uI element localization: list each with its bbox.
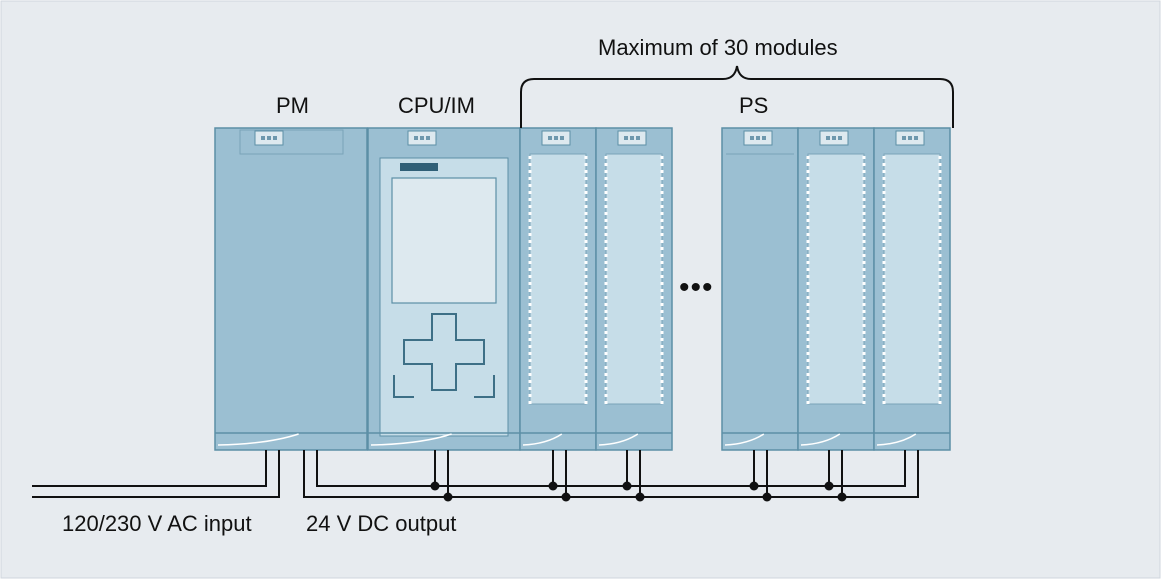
io-insert-panel: [529, 153, 587, 405]
led-dot: [560, 136, 564, 140]
led-dot: [832, 136, 836, 140]
io-module-1: [519, 127, 597, 451]
dc-wire-1: [303, 450, 919, 498]
modules-bracket: [520, 65, 954, 128]
led-dot: [261, 136, 265, 140]
io-module-3: [797, 127, 875, 451]
cpu-im-label: CPU/IM: [398, 93, 475, 118]
pm-module: [214, 127, 368, 451]
junction-dot: [635, 492, 645, 502]
led-dot: [914, 136, 918, 140]
junction-dot: [561, 492, 571, 502]
cpu-corner-left: [393, 375, 414, 398]
cpu-nav-cross: [403, 313, 485, 391]
led-dot: [902, 136, 906, 140]
led-dot: [756, 136, 760, 140]
led-dot: [267, 136, 271, 140]
led-dot: [908, 136, 912, 140]
led-dot: [750, 136, 754, 140]
cpu-corner-right: [474, 375, 495, 398]
module-bottom-curve: [800, 433, 841, 446]
junction-dot: [837, 492, 847, 502]
module-bottom-curve: [370, 433, 452, 446]
led-dot: [273, 136, 277, 140]
bracket-layer: [520, 65, 954, 128]
led-dot: [420, 136, 424, 140]
io-insert-panel: [883, 153, 941, 405]
led-dot: [548, 136, 552, 140]
wires-layer: [32, 450, 919, 502]
cpu-im-module: [367, 127, 521, 451]
led-dot: [630, 136, 634, 140]
cpu-display: [391, 177, 497, 304]
module-body: [721, 127, 799, 451]
junction-dot: [824, 481, 834, 491]
max-modules-label: Maximum of 30 modules: [598, 35, 838, 60]
module-bottom-curve: [217, 433, 299, 446]
io-module-4: [873, 127, 951, 451]
led-dot: [554, 136, 558, 140]
ac-wire-2: [32, 450, 280, 498]
ps-module: [721, 127, 799, 451]
junction-dot: [749, 481, 759, 491]
led-dot: [838, 136, 842, 140]
pm-top-panel: [239, 129, 344, 155]
led-dot: [826, 136, 830, 140]
led-dot: [762, 136, 766, 140]
module-bottom-curve: [876, 433, 917, 446]
led-dot: [414, 136, 418, 140]
gap-ellipsis: •••: [679, 271, 714, 304]
led-dot: [636, 136, 640, 140]
junction-dot: [548, 481, 558, 491]
junction-dot: [622, 481, 632, 491]
cpu-status-bar: [400, 163, 438, 171]
ac-wire-1: [32, 450, 267, 487]
module-bottom-curve: [522, 433, 563, 446]
led-dot: [426, 136, 430, 140]
io-insert-panel: [807, 153, 865, 405]
module-body: [214, 127, 368, 451]
junction-dot: [443, 492, 453, 502]
dc-output-label: 24 V DC output: [306, 511, 457, 536]
modules-layer: [214, 127, 951, 451]
module-bottom-curve: [724, 433, 765, 446]
dc-wire-2: [316, 450, 906, 487]
pm-label: PM: [276, 93, 309, 118]
ps-label: PS: [739, 93, 769, 118]
io-insert-panel: [605, 153, 663, 405]
junction-dot: [762, 492, 772, 502]
module-bottom-curve: [598, 433, 639, 446]
ac-input-label: 120/230 V AC input: [62, 511, 252, 536]
io-module-2: [595, 127, 673, 451]
led-dot: [624, 136, 628, 140]
junction-dot: [430, 481, 440, 491]
